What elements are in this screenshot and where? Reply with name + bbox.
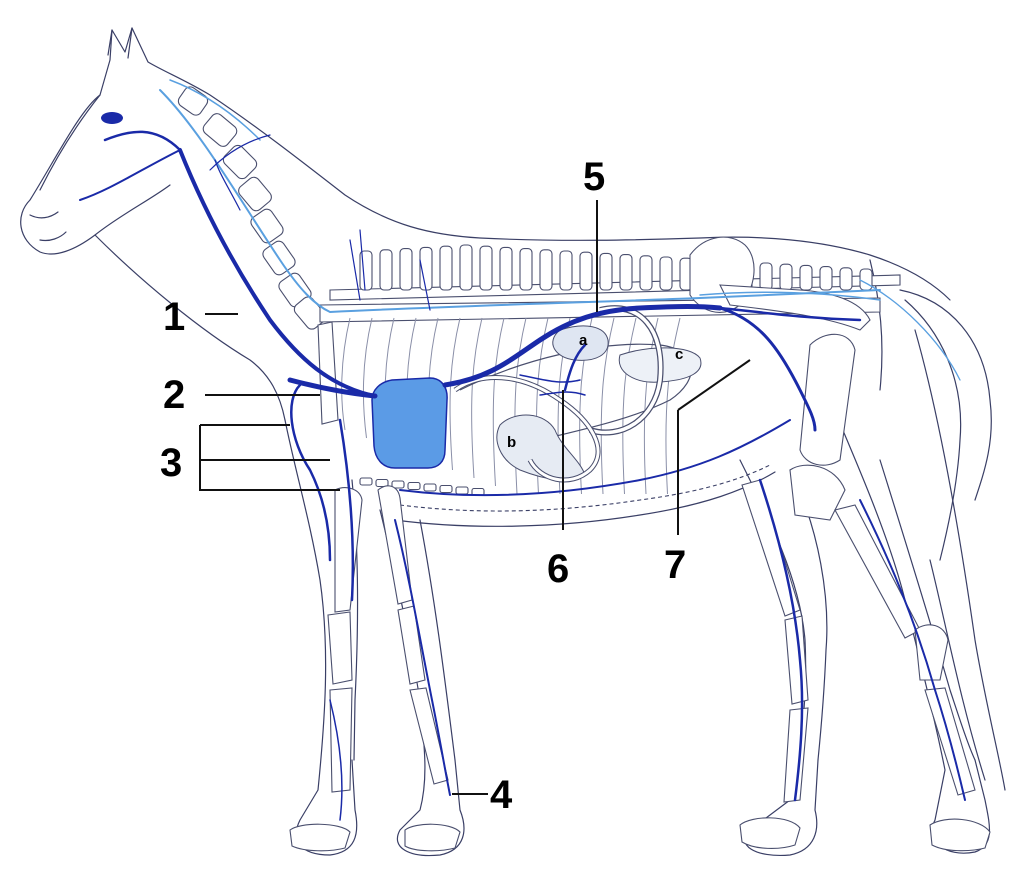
label-5: 5	[583, 155, 605, 199]
spinous-process	[400, 249, 412, 290]
sternal-segment	[408, 483, 420, 490]
rib	[493, 318, 504, 486]
label-4: 4	[490, 773, 513, 817]
label-2: 2	[163, 373, 185, 417]
label-1: 1	[163, 295, 185, 339]
label-6: 6	[547, 547, 569, 591]
spinous-process	[600, 253, 612, 290]
hindleg-bones	[740, 334, 990, 850]
rib	[363, 318, 372, 438]
spinous-process	[380, 250, 392, 290]
spinous-process	[480, 246, 492, 290]
sternal-segment	[360, 478, 372, 485]
rib	[342, 318, 350, 430]
label-3: 3	[160, 441, 182, 485]
label-c: c	[675, 346, 683, 363]
spinous-process	[500, 247, 512, 290]
rib	[472, 318, 482, 478]
spinous-process	[780, 264, 792, 290]
spinous-process	[580, 252, 592, 290]
spinous-process	[440, 246, 452, 290]
spinous-process	[840, 268, 852, 290]
spinous-process	[760, 263, 772, 290]
spinous-process	[800, 265, 812, 290]
spinous-process	[620, 255, 632, 290]
organs	[372, 308, 701, 480]
spinous-process	[860, 269, 872, 290]
spinous-process	[640, 256, 652, 290]
label-7: 7	[664, 543, 686, 587]
label-b: b	[507, 434, 516, 451]
spinous-process	[820, 267, 832, 290]
foreleg-bones	[290, 486, 460, 851]
spinous-process	[540, 250, 552, 290]
sternal-segment	[440, 486, 452, 493]
rib	[450, 318, 460, 470]
spinous-process	[460, 245, 472, 290]
sternal-segment	[456, 487, 468, 494]
spinous-process	[660, 257, 672, 290]
spinous-process	[560, 251, 572, 290]
spinous-process	[520, 249, 532, 290]
sternal-segment	[424, 484, 436, 491]
heart	[372, 378, 447, 468]
label-a: a	[579, 332, 588, 349]
skeleton	[176, 85, 990, 851]
